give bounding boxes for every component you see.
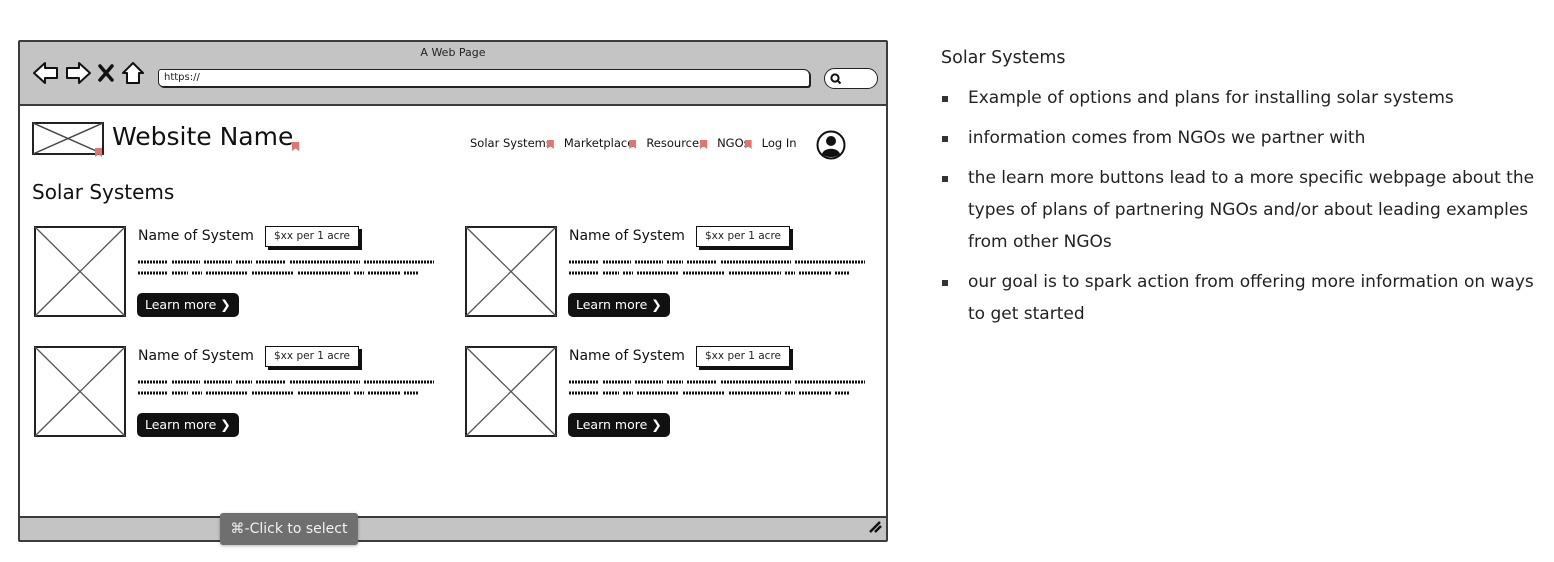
- bullet-icon: [942, 280, 948, 286]
- mockup-page-content: Website Name Solar Systems Marketplace R…: [20, 106, 886, 514]
- price-badge: $xx per 1 acre: [696, 226, 790, 247]
- arrow-right-icon[interactable]: [64, 60, 92, 91]
- system-card: Name of System $xx per 1 acre Learn more…: [34, 226, 454, 322]
- notes-panel: Solar Systems Example of options and pla…: [941, 48, 1541, 338]
- chevron-right-icon: ❯: [220, 297, 231, 312]
- comment-marker-icon: [95, 148, 102, 157]
- mockup-browser-window: A Web Page https:// Website Name: [18, 40, 888, 542]
- list-item: Example of options and plans for install…: [941, 82, 1541, 114]
- image-placeholder-icon: [34, 346, 126, 443]
- bullet-icon: [942, 136, 948, 142]
- image-placeholder-icon: [32, 122, 104, 161]
- nav-resources[interactable]: Resources: [646, 136, 708, 150]
- search-icon: [830, 73, 842, 85]
- list-item: our goal is to spark action from offerin…: [941, 266, 1541, 330]
- list-item: information comes from NGOs we partner w…: [941, 122, 1541, 154]
- system-card: Name of System $xx per 1 acre Learn more…: [465, 346, 885, 442]
- site-name-text: Website Name: [112, 122, 294, 151]
- user-avatar-icon[interactable]: [816, 130, 846, 165]
- resize-grip-icon[interactable]: [866, 517, 882, 538]
- arrow-left-icon[interactable]: [32, 60, 60, 91]
- list-item: the learn more buttons lead to a more sp…: [941, 162, 1541, 258]
- nav-ngos[interactable]: NGOs: [717, 136, 752, 150]
- site-name[interactable]: Website Name: [112, 122, 299, 151]
- bullet-icon: [942, 96, 948, 102]
- chevron-right-icon: ❯: [220, 417, 231, 432]
- image-placeholder-icon: [465, 226, 557, 323]
- system-card: Name of System $xx per 1 acre Learn more…: [465, 226, 885, 322]
- image-placeholder-icon: [465, 346, 557, 443]
- select-tooltip: ⌘-Click to select: [220, 513, 358, 545]
- bullet-icon: [942, 176, 948, 182]
- chevron-right-icon: ❯: [651, 297, 662, 312]
- comment-marker-icon: [546, 140, 554, 149]
- image-placeholder-icon: [34, 226, 126, 323]
- card-title: Name of System: [569, 348, 685, 364]
- learn-more-button[interactable]: Learn more ❯: [568, 293, 670, 317]
- card-title: Name of System: [138, 228, 254, 244]
- browser-status-bar: [20, 516, 886, 540]
- learn-more-button[interactable]: Learn more ❯: [568, 413, 670, 437]
- placeholder-text-scribble: [138, 260, 434, 275]
- notes-title: Solar Systems: [941, 48, 1066, 68]
- comment-marker-icon: [629, 140, 637, 149]
- comment-marker-icon: [744, 140, 752, 149]
- placeholder-text-scribble: [569, 380, 865, 395]
- url-input[interactable]: https://: [158, 69, 810, 87]
- nav-log-in[interactable]: Log In: [761, 136, 797, 150]
- close-icon[interactable]: [96, 61, 116, 90]
- price-badge: $xx per 1 acre: [265, 346, 359, 367]
- notes-list: Example of options and plans for install…: [941, 82, 1541, 330]
- browser-nav-icons: [32, 60, 146, 91]
- price-badge: $xx per 1 acre: [265, 226, 359, 247]
- nav-marketplace[interactable]: Marketplace: [563, 136, 637, 150]
- top-navigation: Solar Systems Marketplace Resources NGOs…: [470, 136, 809, 150]
- chevron-right-icon: ❯: [651, 417, 662, 432]
- learn-more-button[interactable]: Learn more ❯: [137, 413, 239, 437]
- card-title: Name of System: [569, 228, 685, 244]
- learn-more-button[interactable]: Learn more ❯: [137, 293, 239, 317]
- window-title: A Web Page: [420, 46, 486, 59]
- comment-marker-icon: [292, 142, 299, 151]
- browser-search-button[interactable]: [824, 68, 878, 89]
- system-card: Name of System $xx per 1 acre Learn more…: [34, 346, 454, 442]
- nav-solar-systems[interactable]: Solar Systems: [470, 136, 554, 150]
- home-icon[interactable]: [120, 60, 146, 91]
- page-title: Solar Systems: [32, 180, 175, 204]
- comment-marker-icon: [700, 140, 708, 149]
- placeholder-text-scribble: [138, 380, 434, 395]
- placeholder-text-scribble: [569, 260, 865, 275]
- browser-chrome: A Web Page https://: [20, 42, 886, 106]
- card-title: Name of System: [138, 348, 254, 364]
- price-badge: $xx per 1 acre: [696, 346, 790, 367]
